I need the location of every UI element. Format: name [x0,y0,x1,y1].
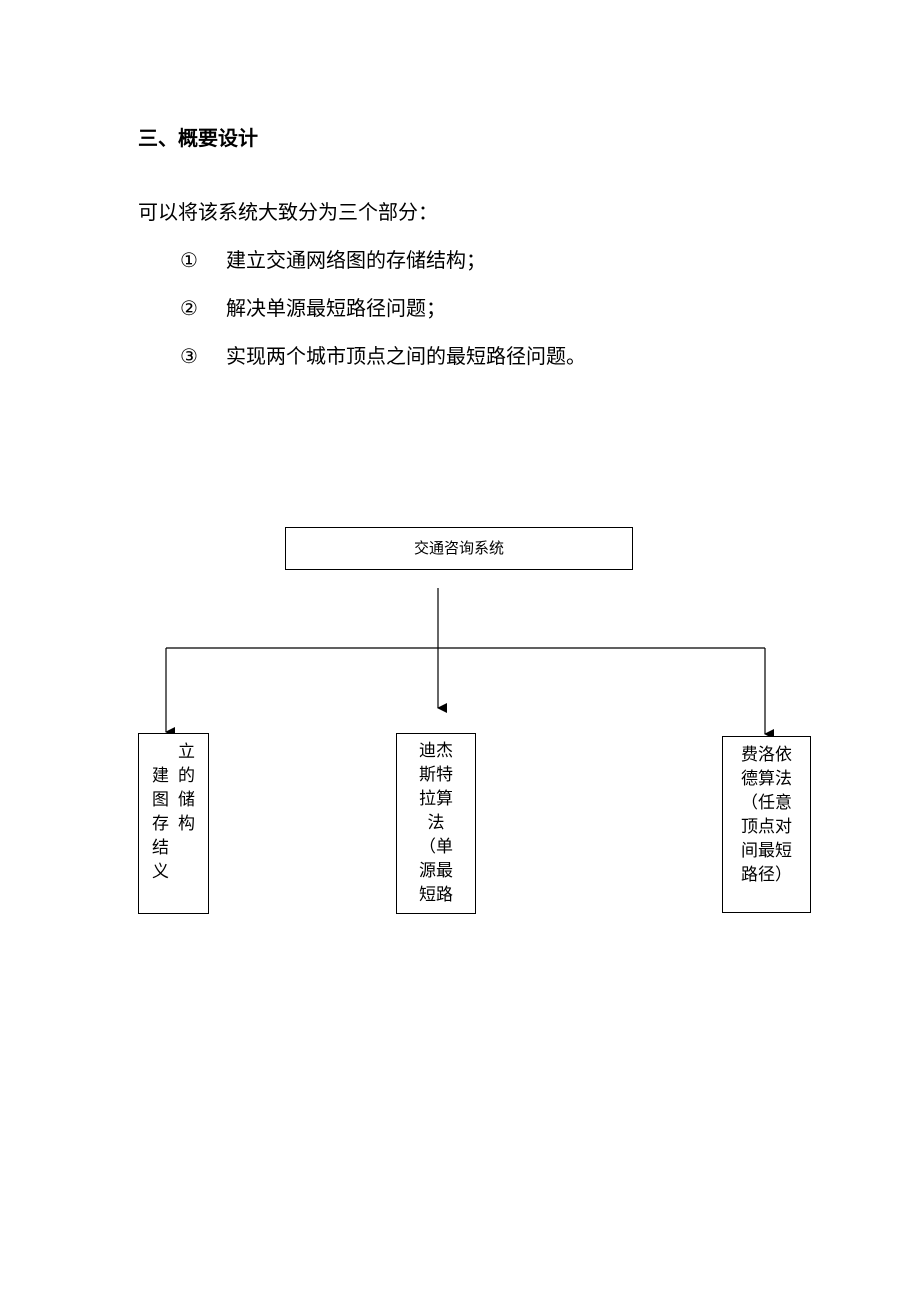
box-char: 储 [178,790,195,810]
list-marker: ① [180,248,198,272]
box-line: 短路 [419,885,453,905]
box-line: 费洛依 [741,745,792,765]
list-marker: ③ [180,344,198,368]
box-line: 顶点对 [741,817,792,837]
box-char: 图 [152,790,169,810]
diagram-box-dijkstra: 迪杰 斯特 拉算 法 （单 源最 短路 [396,733,476,914]
box-char: 立 [178,742,195,762]
diagram-box-floyd: 费洛依 德算法 （任意 顶点对 间最短 路径） [722,736,811,913]
box-char: 义 [152,862,169,882]
box-line: 迪杰 [419,741,453,761]
box-line: （任意 [741,793,792,813]
diagram-box-storage: 建 图 存 结 义 立 的 储 构 [138,733,209,914]
list-item: ② 解决单源最短路径问题； [180,294,446,322]
box-line: 路径） [741,865,792,885]
box-char: 构 [178,814,195,834]
box-column: 建 图 存 结 义 [151,764,171,884]
box-line: 间最短 [741,841,792,861]
list-item-text: 建立交通网络图的存储结构； [226,248,486,272]
intro-text: 可以将该系统大致分为三个部分： [138,200,438,224]
box-line: 法 [427,813,445,833]
box-line: 斯特 [419,765,453,785]
box-char: 结 [152,838,169,858]
list-item: ① 建立交通网络图的存储结构； [180,246,486,274]
diagram-root-box: 交通咨询系统 [285,527,633,570]
list-item-text: 实现两个城市顶点之间的最短路径问题。 [226,344,586,368]
box-column: 立 的 储 构 [177,740,197,884]
list-marker: ② [180,296,198,320]
box-char: 存 [152,814,169,834]
box-line: （单 [419,837,453,857]
box-char: 的 [178,766,195,786]
list-item-text: 解决单源最短路径问题； [226,296,446,320]
box-line: 德算法 [741,769,792,789]
list-item: ③ 实现两个城市顶点之间的最短路径问题。 [180,342,586,370]
section-title: 三、概要设计 [138,126,258,150]
box-line: 源最 [419,861,453,881]
box-line: 拉算 [419,789,453,809]
box-char: 建 [152,766,169,786]
